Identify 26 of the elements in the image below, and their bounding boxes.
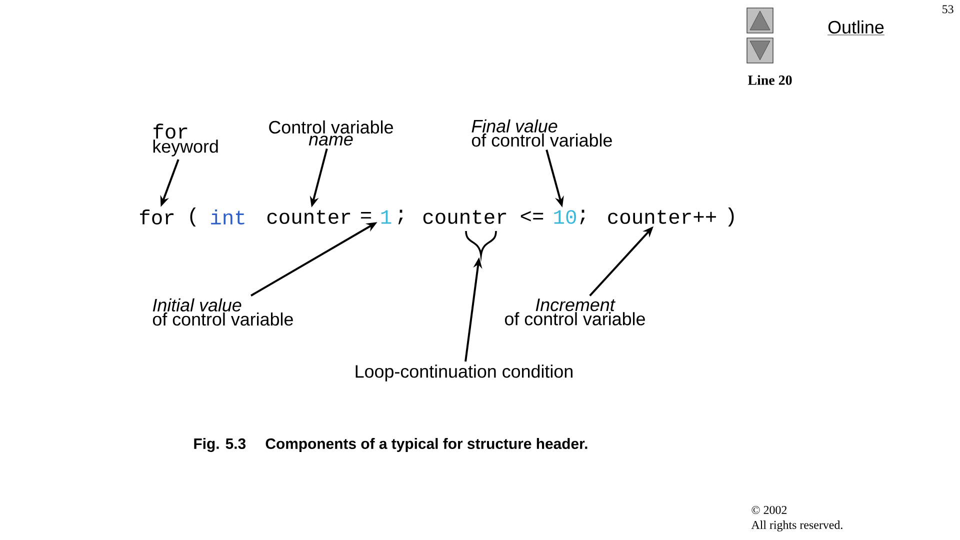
code-token: counter	[423, 210, 506, 224]
copyright-text: All rights reserved.	[751, 520, 842, 532]
line-reference: Line 20	[748, 75, 792, 85]
code-token: 1	[381, 210, 392, 224]
annotation-text: Control variable name	[269, 120, 393, 146]
page-number: 53	[942, 5, 954, 14]
annotation-text: for keyword	[153, 124, 218, 156]
code-token: for	[140, 210, 174, 224]
annotation-text: Increment of control variable	[504, 298, 645, 326]
code-token: counter	[267, 210, 350, 224]
code-token: counter++	[608, 210, 716, 224]
annotation-text: Loop-continuation condition	[356, 364, 572, 382]
code-token: )	[728, 207, 734, 226]
annotation-text: Final value of control variable	[472, 119, 612, 147]
outline-link: Outline	[827, 20, 885, 36]
annotation-text: Initial value of control variable	[152, 298, 293, 326]
code-token: <=	[520, 211, 544, 222]
figure-number: Fig. 5.3	[194, 438, 246, 452]
copyright-text: © 2002	[752, 506, 787, 514]
code-token: int	[211, 210, 244, 224]
code-token: (	[190, 207, 196, 226]
code-token: ;	[580, 210, 585, 224]
caption: Components of a typical for structure header.	[266, 438, 588, 452]
code-token: =	[361, 212, 371, 219]
code-token: 10	[554, 210, 576, 224]
code-token: ;	[398, 210, 403, 224]
